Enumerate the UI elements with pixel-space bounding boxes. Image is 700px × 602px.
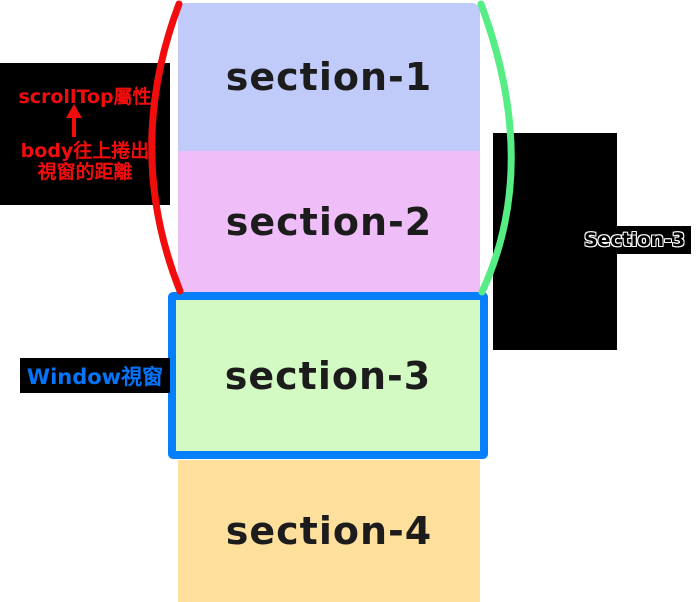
window-viewport-label: Window視窗 [20,358,170,393]
section-1-label: section-1 [225,55,433,99]
scrolltop-description-line3: 視窗的距離 [37,160,133,183]
section-4-block: section-4 [178,460,480,602]
window-viewport-label-text: Window視窗 [26,364,164,389]
scrolltop-callout-box: scrollTop屬性 body往上捲出 視窗的距離 [0,63,170,205]
section-1-block: section-1 [178,3,480,151]
window-viewport-box: section-3 [168,292,488,459]
section-2-block: section-2 [178,151,480,292]
section-2-label: section-2 [225,199,433,244]
scrolltop-description-line2: body往上捲出 [20,140,150,162]
scrolltop-attribute-text: scrollTop屬性 [18,86,152,108]
right-annotation-label-text: Section-3 [584,229,686,251]
scrolltop-description-text: body往上捲出 視窗的距離 [0,141,170,182]
section-4-label: section-4 [225,509,433,553]
section-3-label: section-3 [224,353,432,398]
right-annotation-label: Section-3 [578,226,692,254]
